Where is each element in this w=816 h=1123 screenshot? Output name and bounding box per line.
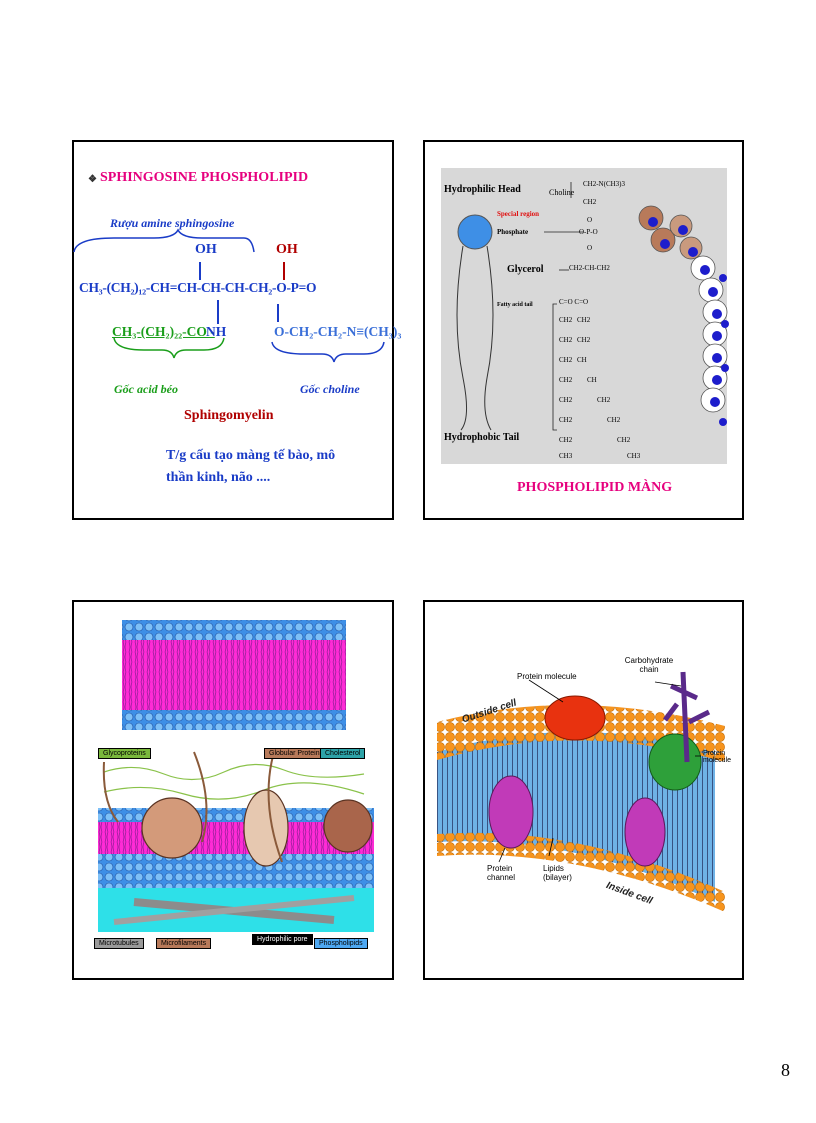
ch2-a7: CH2 <box>559 436 573 444</box>
special-region-label: Special region <box>497 210 540 218</box>
ch2-1: CH2 <box>583 198 597 206</box>
carbohydrate-chain-label: Carbohydrate chain <box>624 656 674 674</box>
protein-molecule-top-label: Protein molecule <box>517 672 577 681</box>
cell-membrane-illustration <box>437 671 725 912</box>
phospholipid-diagram: Hydrophilic Head Choline CH2-N(CH3)3 CH2… <box>441 168 729 464</box>
protein-molecule-right-label: Protein molecule <box>703 750 732 764</box>
ch2-a1: CH2 <box>559 316 573 324</box>
microtubules-label: Microtubules <box>94 938 144 949</box>
fatty-acid-tail-label: Fatty acid tail <box>497 302 533 308</box>
ch-b3: CH <box>577 356 587 364</box>
choline-label: Gốc choline <box>300 382 360 396</box>
ch2-b1: CH2 <box>577 316 591 324</box>
fatty-acid-label: Gốc acid béo <box>114 382 178 396</box>
glycoproteins-label: Glycoproteins <box>98 748 151 759</box>
bullet-icon: ❖ <box>88 174 97 185</box>
choline-label: Choline <box>549 188 575 197</box>
oh-sphingosine: OH <box>195 242 217 257</box>
globular-protein-label: Globular Protein <box>264 748 325 759</box>
sphingosine-label: Rượu amine sphingosine <box>110 216 235 230</box>
cholesterol-label: Cholesterol <box>320 748 366 759</box>
slide-membrane-model: Glycoproteins Globular Protein Cholester… <box>72 600 394 980</box>
choline-chain: O-CH₂-CH₂-N≡(CH₃)₃ <box>274 324 402 339</box>
slide-sphingosine: ❖ SPHINGOSINE PHOSPHOLIPID Rượu amine sp… <box>72 140 401 520</box>
protein-channel-label: Protein channel <box>487 864 516 882</box>
slide2-caption: PHOSPHOLIPID MÀNG <box>517 480 673 495</box>
ch3-b: CH3 <box>627 452 641 460</box>
nh-group: NH <box>206 324 227 339</box>
phospholipid-illustration <box>456 182 729 431</box>
opo-group: O-P-O <box>579 228 598 236</box>
glycerol-chain: CH2-CH-CH2 <box>569 264 610 272</box>
choline-formula: CH2-N(CH3)3 <box>583 180 625 188</box>
o-2: O <box>587 244 593 252</box>
lipids-bilayer-label: Lipids (bilayer) <box>543 864 572 882</box>
ch2-b2: CH2 <box>577 336 591 344</box>
ch3-a: CH3 <box>559 452 573 460</box>
microfilaments-label: Microfilaments <box>156 938 212 949</box>
oh-phosphate: OH <box>276 242 298 257</box>
carbonyl-groups: C=O C=O <box>559 298 589 306</box>
ch2-a6: CH2 <box>559 416 573 424</box>
membrane-model-illustration <box>98 620 374 932</box>
ch2-a5: CH2 <box>559 396 573 404</box>
hydrophilic-head-label: Hydrophilic Head <box>444 184 521 195</box>
ch-b4: CH <box>587 376 597 384</box>
slide-phospholipid: Hydrophilic Head Choline CH2-N(CH3)3 CH2… <box>423 140 744 520</box>
formula-lines <box>73 228 385 363</box>
description-line-1: T/g cấu tạo màng tế bào, mô <box>166 448 336 463</box>
glycerol-label: Glycerol <box>507 264 544 275</box>
description-line-2: thần kinh, não .... <box>166 470 271 485</box>
fatty-chain: CH₃-(CH₂)₂₂-CO - <box>112 324 215 339</box>
ch2-b5: CH2 <box>597 396 611 404</box>
slide-title: SPHINGOSINE PHOSPHOLIPID <box>100 170 309 185</box>
ch2-a4: CH2 <box>559 376 573 384</box>
ch2-b6: CH2 <box>607 416 621 424</box>
phospholipids-label: Phospholipids <box>314 938 368 949</box>
page-number: 8 <box>781 1060 790 1080</box>
hydrophobic-tail-label: Hydrophobic Tail <box>444 432 520 443</box>
o-1: O <box>587 216 593 224</box>
main-formula: CH₃-(CH₂)₁₂-CH=CH-CH-CH-CH₂-O-P=O <box>79 280 317 295</box>
phosphate-label: Phosphate <box>497 228 529 236</box>
product-name: Sphingomyelin <box>184 408 274 423</box>
ch2-a2: CH2 <box>559 336 573 344</box>
hydrophilic-pore-label: Hydrophilic pore <box>252 934 313 945</box>
ch2-a3: CH2 <box>559 356 573 364</box>
ch2-b7: CH2 <box>617 436 631 444</box>
slide-cell-membrane: Protein molecule Carbohydrate chain Prot… <box>423 600 744 980</box>
